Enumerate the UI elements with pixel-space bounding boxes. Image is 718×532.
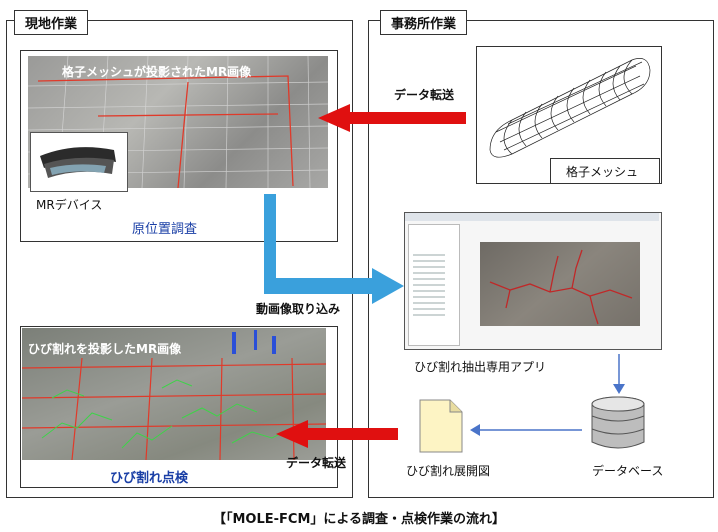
- left-panel-title: 現地作業: [14, 10, 89, 35]
- transfer-label-bottom: データ転送: [286, 456, 347, 470]
- mr-device-label: MRデバイス: [36, 198, 103, 212]
- database-label: データベース: [592, 464, 664, 478]
- crack-section-label: ひび割れ点検: [110, 471, 189, 486]
- dev-map-label: ひび割れ展開図: [406, 464, 491, 478]
- crack-overlay-text: ひび割れを投影したMR画像: [28, 342, 182, 356]
- app-crack-lines: [489, 249, 633, 325]
- transfer-arrow-top: [318, 104, 466, 132]
- transfer-label-top: データ転送: [394, 88, 455, 102]
- crack-image: [22, 328, 326, 460]
- mr-headset-icon: [40, 147, 116, 178]
- document-icon: [419, 399, 463, 453]
- right-panel-title: 事務所作業: [380, 10, 468, 35]
- mesh-label-box: [550, 158, 660, 184]
- crack-grid-graphic: [22, 330, 326, 460]
- figure-caption: 【「MOLE-FCM」による調査・点検作業の流れ】: [212, 512, 505, 527]
- tunnel-mesh-graphic: [489, 58, 651, 158]
- transfer-arrow-bottom: [276, 420, 398, 448]
- app-list-graphic: [413, 254, 445, 316]
- mr-overlay-text: 格子メッシュが投影されたMR画像: [62, 65, 252, 79]
- app-titlebar: [405, 213, 659, 221]
- app-to-db-arrow: [613, 354, 625, 394]
- mesh-label: 格子メッシュ: [566, 165, 639, 179]
- app-label: ひび割れ抽出専用アプリ: [414, 360, 547, 374]
- video-import-arrow: [264, 194, 404, 304]
- app-left-pane: [408, 224, 460, 346]
- db-to-doc-arrow: [470, 424, 582, 436]
- video-import-label: 動画像取り込み: [256, 302, 341, 316]
- database-icon: [591, 396, 645, 449]
- mr-section-label: 原位置調査: [132, 222, 198, 237]
- app-crack-image: [480, 242, 640, 326]
